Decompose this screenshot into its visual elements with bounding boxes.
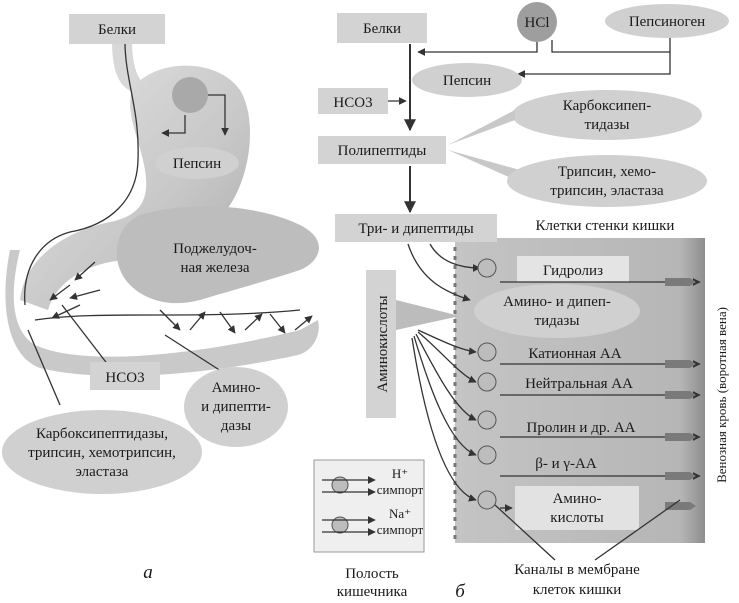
- proteins-box-a: [69, 14, 165, 44]
- h-symport-label-2: симпорт: [377, 482, 424, 497]
- intestine-cavity-label-1: Полость: [345, 566, 399, 582]
- polypeptides-label: Полипептиды: [338, 143, 427, 159]
- trypsin-ellipse-b: [507, 155, 707, 207]
- panel-a-letter: а: [143, 562, 153, 583]
- amino-acids-vertical-label: Аминокислоты: [375, 295, 391, 392]
- amino-acids-wedge: [396, 300, 460, 330]
- cationic-label: Катионная АА: [528, 346, 621, 362]
- trypsin-label-b-1: Трипсин, хемо-: [558, 164, 656, 180]
- wall-cells-label: Клетки стенки кишки: [536, 218, 675, 234]
- duodenum-shape: [5, 250, 319, 376]
- hco3-pointer-a: [61, 304, 113, 371]
- h-symport-label-1: H⁺: [392, 466, 408, 481]
- gland-arrow-down: [208, 94, 229, 136]
- pepsinogen-ellipse: [605, 4, 729, 38]
- enzymes-label-a-2: трипсин, хемотрипсин,: [28, 445, 176, 461]
- proteins-box-b: [337, 13, 427, 43]
- pepsin-label-b: Пепсин: [443, 73, 491, 89]
- pancreas-shape: [116, 206, 319, 304]
- proteins-label-b: Белки: [363, 21, 401, 37]
- transporter-cationic: [477, 342, 497, 362]
- channels-label-1: Каналы в мембране: [514, 562, 640, 578]
- na-symport-label-1: Na⁺: [389, 506, 411, 521]
- uptake-arrows: [411, 329, 477, 502]
- panel-b: Белки HCl Пепсиноген Пепсин HCO3 Карбокс…: [313, 2, 729, 602]
- tri-dipeptides-label: Три- и дипептиды: [358, 221, 473, 237]
- food-path: [24, 41, 139, 306]
- hcl-to-proteins-arrow: [417, 42, 538, 56]
- hco3-box-a: [90, 362, 160, 390]
- gland-arrow-left: [161, 115, 186, 137]
- channels-pointer-1: [494, 504, 556, 561]
- amino-acids-box-label-1: Амино-: [553, 491, 602, 507]
- tri-to-aminodip-arrow: [407, 243, 471, 302]
- intestine-cavity-label-2: кишечника: [337, 584, 408, 600]
- aminodip-label-b-2: тидазы: [535, 313, 580, 329]
- transporter-amino-acids: [477, 490, 497, 510]
- amino-acids-vertical-box: [366, 270, 396, 418]
- neutral-label: Нейтральная АА: [525, 376, 633, 392]
- proteins-label-a: Белки: [98, 22, 136, 38]
- hcl-circle: [517, 2, 557, 42]
- tri-dipeptides-box: [335, 214, 497, 242]
- hydrolysis-label: Гидролиз: [543, 263, 603, 279]
- panel-a: Белки Пепсин Поджелудоч- ная железа HCO3…: [2, 14, 319, 583]
- carboxy-wedge: [448, 110, 515, 145]
- beta-gamma-label: β- и γ-АА: [535, 456, 597, 472]
- transporter-rows: Катионная АА Нейтральная АА Пролин и др.…: [477, 342, 701, 530]
- enzymes-pointer-a: [27, 329, 61, 406]
- transporter-neutral: [477, 372, 497, 392]
- pepsinogen-label: Пепсиноген: [629, 14, 705, 30]
- tri-to-hydrolysis-arrow: [429, 243, 481, 272]
- channels-pointer-2: [594, 499, 681, 561]
- hydrolysis-box: [517, 256, 629, 282]
- stomach-shape: [20, 65, 251, 310]
- h-symport-icon: [331, 476, 349, 494]
- amino-dipeptidases-ellipse-a: [184, 367, 288, 447]
- transporter-proline: [477, 410, 497, 430]
- enzyme-arrows: [49, 261, 313, 334]
- pepsin-label-a: Пепсин: [173, 156, 221, 172]
- polypeptides-box: [318, 136, 446, 164]
- pancreatic-duct: [34, 309, 301, 321]
- transporter-beta-gamma: [477, 445, 497, 465]
- amino-label-a-1: Амино-: [212, 380, 261, 396]
- na-symport-icon: [331, 516, 349, 534]
- amino-acids-box: [515, 486, 639, 530]
- carboxypeptidases-ellipse-b: [512, 90, 702, 140]
- pancreas-label-line2: ная железа: [180, 260, 249, 276]
- hco3-label-b: HCO3: [333, 95, 372, 111]
- hco3-label-a: HCO3: [105, 370, 144, 386]
- na-symport-label-2: симпорт: [377, 522, 424, 537]
- pancreas-label-line1: Поджелудоч-: [173, 241, 257, 257]
- hco3-box-b: [318, 88, 388, 114]
- enzymes-label-a-3: эластаза: [76, 464, 129, 480]
- amino-label-a-2: и дипепти-: [201, 399, 271, 415]
- esophagus-shape: [112, 40, 146, 92]
- symport-legend-box: [313, 459, 425, 553]
- trypsin-wedge: [448, 150, 520, 182]
- amino-label-a-3: дазы: [221, 418, 251, 434]
- carboxy-label-b-1: Карбоксипеп-: [563, 98, 651, 114]
- gastric-gland: [172, 77, 208, 113]
- amino-acids-box-label-2: кислоты: [550, 510, 603, 526]
- enzymes-ellipse-a: [2, 410, 202, 494]
- hcl-label: HCl: [524, 15, 549, 31]
- amino-dipeptidases-ellipse-b: [474, 284, 640, 338]
- proline-label: Пролин и др. АА: [527, 420, 636, 436]
- trypsin-label-b-2: трипсин, эластаза: [550, 183, 664, 199]
- channels-label-2: клеток кишки: [533, 582, 622, 598]
- panel-b-letter: б: [455, 581, 466, 602]
- exit-markers: [665, 278, 696, 510]
- carboxy-label-b-2: тидазы: [585, 117, 630, 133]
- pepsin-ellipse-b: [412, 63, 522, 97]
- aminodip-label-b-1: Амино- и дипеп-: [503, 294, 611, 310]
- transporter-hydrolysis: [477, 258, 497, 278]
- pepsin-ellipse-a: [155, 147, 239, 179]
- hcl-to-pepsin-arrow: [517, 40, 671, 78]
- venous-blood-label: Венозная кровь (воротная вена): [714, 307, 729, 483]
- enzymes-label-a-1: Карбоксипептидазы,: [36, 426, 168, 442]
